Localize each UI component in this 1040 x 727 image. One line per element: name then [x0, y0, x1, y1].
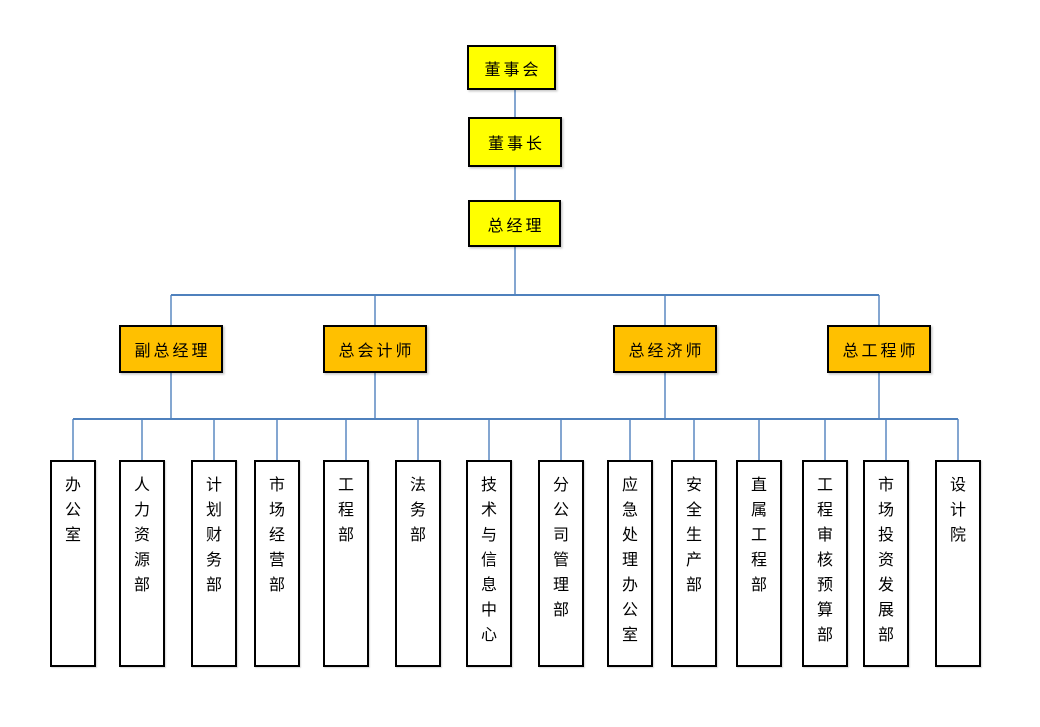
- department-box-engineering: 工程部: [323, 460, 369, 667]
- department-box-emergency-response: 应急处理办公室: [607, 460, 653, 667]
- department-label-planning-finance: 计划财务部: [205, 477, 222, 594]
- node-chief-engineer: 总工程师: [827, 325, 931, 373]
- node-chief-accountant-label: 总会计师: [338, 343, 415, 360]
- department-label-legal: 法务部: [409, 477, 426, 544]
- department-label-branch-management: 分公司管理部: [552, 477, 569, 619]
- department-label-market-investment-development: 市场投资发展部: [877, 477, 894, 644]
- department-box-market-investment-development: 市场投资发展部: [863, 460, 909, 667]
- department-box-office: 办公室: [50, 460, 96, 667]
- department-box-human-resources: 人力资源部: [119, 460, 165, 667]
- node-chief-economist-label: 总经济师: [628, 343, 705, 360]
- node-general-manager-label: 总经理: [487, 217, 545, 235]
- node-chief-economist: 总经济师: [613, 325, 717, 373]
- department-box-safety-production: 安全生产部: [671, 460, 717, 667]
- node-chairman: 董事长: [468, 117, 562, 167]
- node-board: 董事会: [467, 45, 556, 90]
- department-label-emergency-response: 应急处理办公室: [621, 477, 638, 644]
- department-label-design-institute: 设计院: [949, 477, 966, 544]
- department-label-direct-engineering: 直属工程部: [750, 477, 767, 594]
- department-box-branch-management: 分公司管理部: [538, 460, 584, 667]
- department-label-human-resources: 人力资源部: [133, 477, 150, 594]
- department-box-planning-finance: 计划财务部: [191, 460, 237, 667]
- node-deputy-general-manager: 副总经理: [119, 325, 223, 373]
- department-label-safety-production: 安全生产部: [685, 477, 702, 594]
- department-box-direct-engineering: 直属工程部: [736, 460, 782, 667]
- department-label-tech-info-center: 技术与信息中心: [480, 477, 497, 644]
- node-chief-engineer-label: 总工程师: [842, 343, 919, 360]
- node-chief-accountant: 总会计师: [323, 325, 427, 373]
- department-label-market-operations: 市场经营部: [268, 477, 285, 594]
- department-box-design-institute: 设计院: [935, 460, 981, 667]
- department-label-engineering: 工程部: [337, 477, 354, 544]
- department-label-office: 办公室: [64, 477, 81, 544]
- node-board-label: 董事会: [484, 61, 542, 79]
- node-deputy-general-manager-label: 副总经理: [134, 343, 211, 360]
- department-label-engineering-audit-budget: 工程审核预算部: [816, 477, 833, 644]
- node-general-manager: 总经理: [468, 200, 561, 247]
- department-box-legal: 法务部: [395, 460, 441, 667]
- node-chairman-label: 董事长: [487, 136, 545, 153]
- department-box-market-operations: 市场经营部: [254, 460, 300, 667]
- department-box-tech-info-center: 技术与信息中心: [466, 460, 512, 667]
- department-box-engineering-audit-budget: 工程审核预算部: [802, 460, 848, 667]
